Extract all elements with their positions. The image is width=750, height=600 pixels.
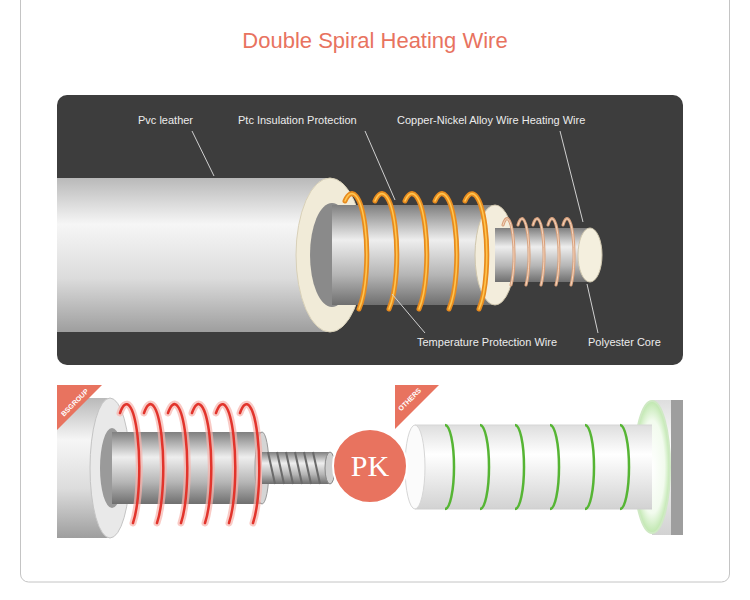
circle-fill bbox=[333, 429, 407, 503]
part-label: Ptc Insulation Protection bbox=[238, 114, 357, 127]
leader-line bbox=[365, 131, 395, 200]
coil-highlight bbox=[563, 219, 574, 285]
coil-turn bbox=[375, 194, 397, 309]
coil-turn bbox=[548, 219, 559, 285]
thread-line bbox=[313, 452, 320, 484]
cable-cutaway bbox=[57, 178, 602, 332]
ring bbox=[480, 425, 489, 509]
bsgroup-cable bbox=[57, 385, 350, 555]
thread-line bbox=[286, 452, 293, 484]
ptc-layer bbox=[332, 205, 495, 305]
photo-ground bbox=[395, 385, 683, 555]
corner-ribbon: BSGROUP bbox=[57, 385, 102, 430]
coil-turn bbox=[216, 404, 235, 523]
coil-highlight bbox=[375, 194, 397, 309]
red-coil bbox=[120, 404, 259, 523]
thread-line bbox=[304, 452, 311, 484]
coil-highlight bbox=[503, 219, 514, 285]
others-cable bbox=[395, 385, 683, 555]
ring bbox=[445, 425, 454, 509]
inner-tube bbox=[415, 425, 652, 509]
temperature-coil bbox=[345, 194, 487, 309]
coil-turn bbox=[435, 194, 457, 309]
coil-highlight bbox=[435, 194, 457, 309]
coil-highlight bbox=[533, 219, 544, 285]
coil-glow bbox=[144, 404, 163, 523]
ring bbox=[550, 425, 559, 509]
ring bbox=[620, 425, 629, 509]
leader-lines bbox=[192, 131, 598, 333]
ring bbox=[515, 425, 524, 509]
part-label: Copper-Nickel Alloy Wire Heating Wire bbox=[397, 114, 585, 127]
coil-turn bbox=[240, 404, 259, 523]
tube-end bbox=[405, 425, 425, 509]
coil-glow bbox=[120, 404, 139, 523]
coil-glow bbox=[240, 404, 259, 523]
part-label: Temperature Protection Wire bbox=[417, 336, 557, 349]
coil-glow bbox=[168, 404, 187, 523]
coil-highlight bbox=[465, 194, 487, 309]
text-group: PK bbox=[351, 449, 389, 483]
part-label: Polyester Core bbox=[588, 336, 661, 349]
coil-turn bbox=[120, 404, 139, 523]
coil-turn bbox=[192, 404, 211, 523]
coil-glow bbox=[192, 404, 211, 523]
outer-frame bbox=[21, 0, 730, 582]
coil-turn bbox=[168, 404, 187, 523]
thread-line bbox=[268, 452, 275, 484]
node-text: PK bbox=[351, 449, 389, 483]
sheath-edge bbox=[671, 400, 683, 535]
screw-core bbox=[262, 452, 330, 484]
thread-line bbox=[277, 452, 284, 484]
leader-line bbox=[192, 131, 214, 176]
tube-edge bbox=[415, 509, 652, 510]
ribbon-fill bbox=[395, 385, 439, 429]
tube-edge bbox=[415, 425, 652, 426]
pvc-sheath bbox=[57, 178, 330, 332]
coil-glow bbox=[216, 404, 235, 523]
coil-highlight bbox=[548, 219, 559, 285]
coil-turn bbox=[503, 219, 514, 285]
green-rings bbox=[445, 425, 629, 509]
coil-turn bbox=[533, 219, 544, 285]
heating-coil bbox=[503, 219, 574, 285]
coil-turn bbox=[465, 194, 487, 309]
thread-line bbox=[295, 452, 302, 484]
core-end-cap bbox=[578, 228, 602, 282]
coil-turn bbox=[405, 194, 427, 309]
dark-panel bbox=[57, 95, 683, 365]
coil-turn bbox=[144, 404, 163, 523]
versus-badge: PK bbox=[331, 427, 409, 505]
corner-ribbon: OTHERS bbox=[395, 385, 439, 429]
coil-turn bbox=[518, 219, 529, 285]
coil-highlight bbox=[518, 219, 529, 285]
coil-turn bbox=[345, 194, 367, 309]
leader-line bbox=[392, 294, 425, 333]
leader-line bbox=[587, 284, 598, 333]
coil-highlight bbox=[405, 194, 427, 309]
ring bbox=[585, 425, 594, 509]
part-label: Pvc leather bbox=[138, 114, 193, 127]
diagram-title: Double Spiral Heating Wire bbox=[0, 28, 750, 54]
coil-highlight bbox=[345, 194, 367, 309]
photo-ground bbox=[57, 385, 350, 555]
leader-line bbox=[560, 131, 583, 222]
screw-thread bbox=[268, 452, 320, 484]
coil-turn bbox=[563, 219, 574, 285]
ribbon-fill bbox=[57, 385, 102, 430]
